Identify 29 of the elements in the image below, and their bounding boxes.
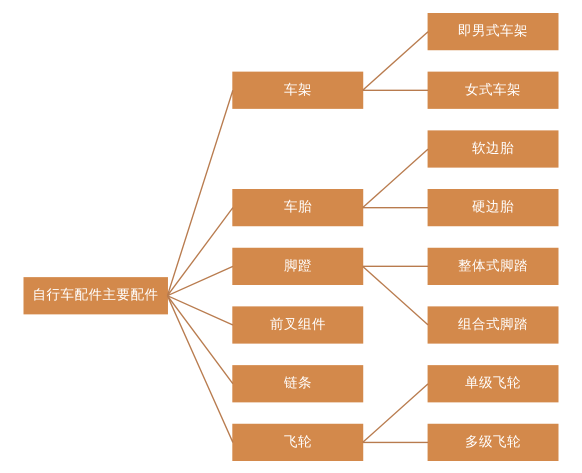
- connector: [166, 294, 234, 442]
- connector: [362, 382, 429, 442]
- node-box: 脚蹬: [232, 247, 364, 284]
- node-box: 女式车架: [428, 71, 558, 108]
- connector: [362, 265, 429, 326]
- node-box: 链条: [232, 364, 364, 402]
- connector: [167, 294, 234, 326]
- connector: [166, 206, 234, 296]
- node-box: 飞轮: [232, 423, 364, 461]
- node-box: 多级飞轮: [428, 423, 558, 461]
- connector: [362, 30, 429, 90]
- node-box: 整体式脚踏: [428, 247, 558, 284]
- node-box: 车架: [232, 71, 364, 108]
- node-box: 即男式车架: [428, 12, 558, 50]
- connector: [166, 294, 234, 384]
- node-box: 软边胎: [428, 130, 558, 168]
- node-box: 前叉组件: [232, 306, 364, 344]
- node-box: 自行车配件主要配件: [24, 276, 168, 314]
- node-box: 单级飞轮: [428, 364, 558, 402]
- connector: [166, 90, 234, 296]
- connector: [362, 441, 428, 443]
- node-box: 车胎: [232, 188, 364, 226]
- connector: [362, 206, 428, 208]
- node-box: 组合式脚踏: [428, 306, 558, 344]
- connector: [362, 148, 429, 208]
- connector: [362, 265, 428, 267]
- node-box: 硬边胎: [428, 188, 558, 226]
- connector: [362, 89, 428, 90]
- connector: [167, 265, 234, 296]
